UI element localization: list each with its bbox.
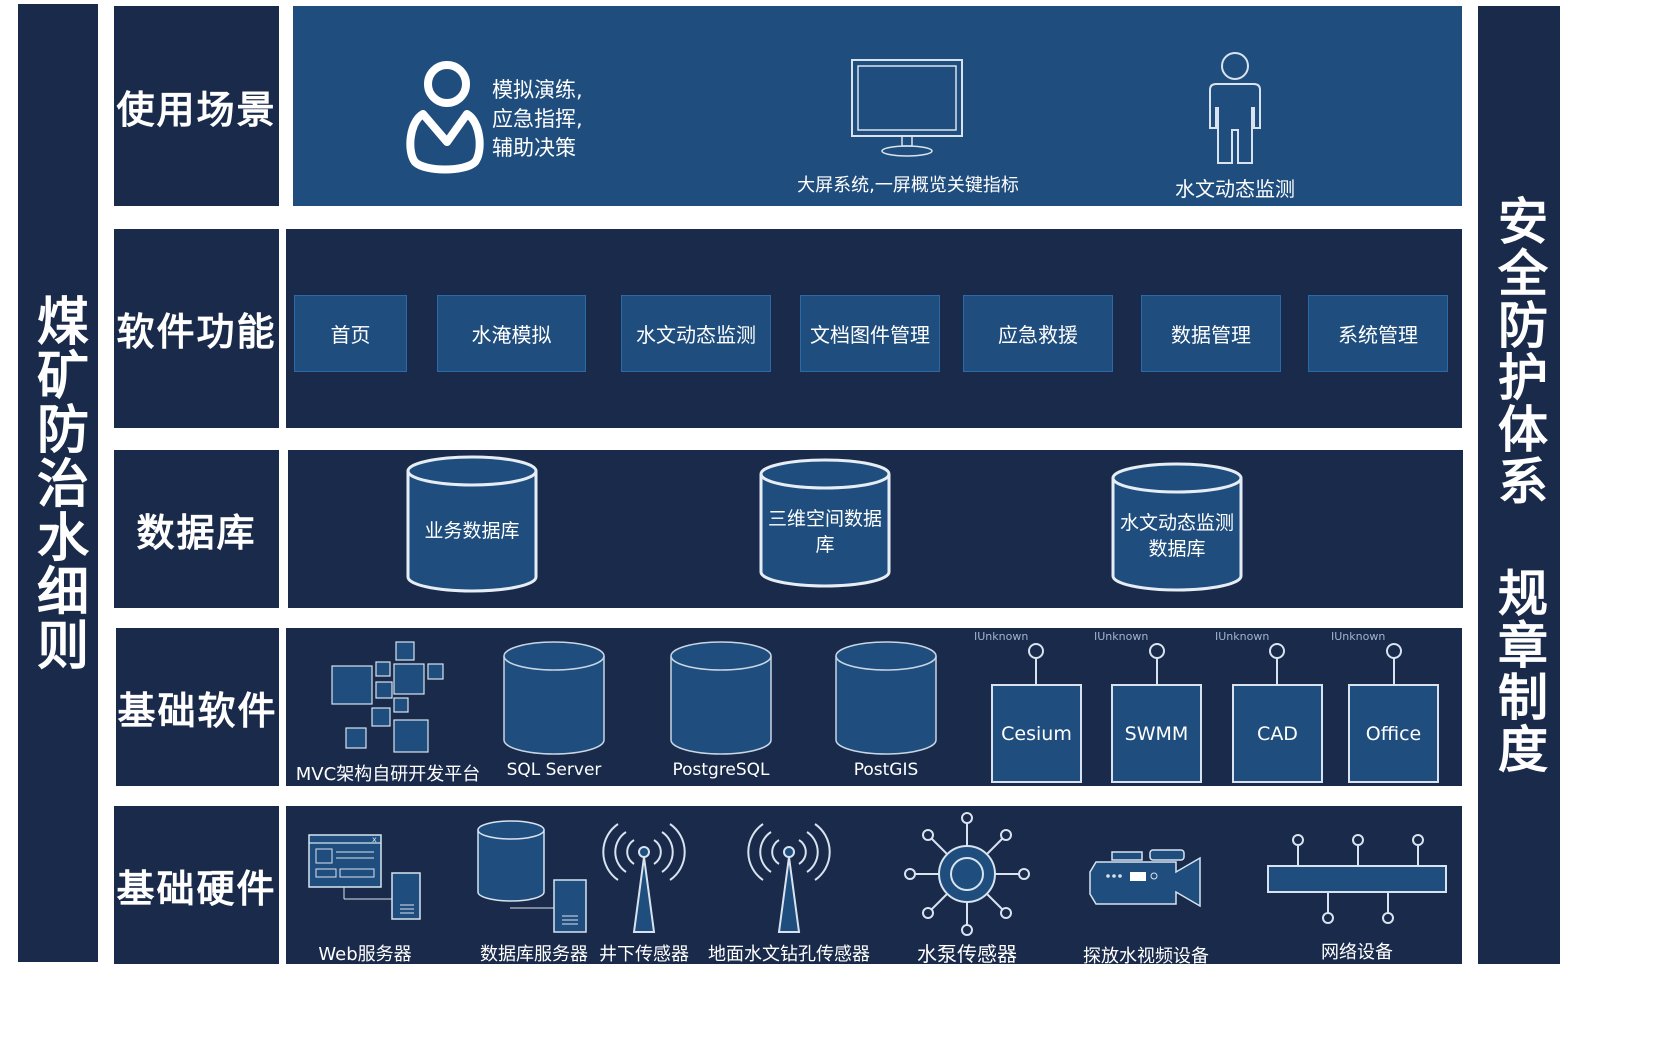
func-emergency-button[interactable]: 应急救援 bbox=[963, 295, 1113, 372]
web-server-icon: x bbox=[308, 833, 426, 923]
hw-network: 网络设备 bbox=[1321, 942, 1393, 963]
hw-pump-sensor: 水泵传感器 bbox=[917, 942, 1017, 966]
office-box: Office bbox=[1348, 684, 1439, 783]
platform-blocks-icon bbox=[330, 640, 450, 754]
left-title-panel: 煤矿防治水细则 bbox=[18, 4, 98, 962]
user-text-2: 应急指挥, bbox=[492, 107, 583, 131]
platform-caption: MVC架构自研开发平台 bbox=[295, 764, 481, 785]
hw-db-server: 数据库服务器 bbox=[480, 944, 588, 965]
interface-lollipop-icon bbox=[1267, 642, 1287, 686]
func-data-mgmt-button[interactable]: 数据管理 bbox=[1141, 295, 1281, 372]
video-camera-icon bbox=[1088, 848, 1204, 910]
db-hydro: 水文动态监测 数据库 bbox=[1106, 510, 1248, 562]
user-icon bbox=[405, 60, 485, 174]
svg-text:x: x bbox=[372, 835, 377, 844]
db-business: 业务数据库 bbox=[406, 518, 538, 544]
pump-sensor-icon bbox=[902, 810, 1032, 938]
db-3d-spatial-line2: 库 bbox=[815, 534, 835, 556]
user-text-3: 辅助决策 bbox=[492, 136, 576, 160]
db-3d-spatial-line1: 三维空间数据 bbox=[767, 508, 882, 530]
scenario-panel bbox=[293, 6, 1462, 206]
db-business-line1: 业务数据库 bbox=[424, 520, 520, 542]
row-label-hardware: 基础硬件 bbox=[114, 806, 279, 964]
right-title: 安全防护体系 规章制度 bbox=[1490, 195, 1548, 775]
antenna-icon bbox=[747, 820, 831, 936]
row-label-database: 数据库 bbox=[114, 450, 279, 608]
sqlserver-cylinder bbox=[502, 640, 606, 756]
cesium-box: Cesium bbox=[991, 684, 1082, 783]
database-cylinder bbox=[759, 458, 891, 590]
interface-label: IUnknown bbox=[1215, 630, 1270, 643]
swmm-box: SWMM bbox=[1111, 684, 1202, 783]
left-title: 煤矿防治水细则 bbox=[27, 294, 88, 672]
db-hydro-line2: 数据库 bbox=[1148, 538, 1206, 560]
db-server-icon bbox=[476, 820, 592, 936]
postgresql-cylinder bbox=[669, 640, 773, 756]
hw-underground-sensor: 井下传感器 bbox=[599, 944, 689, 965]
interface-lollipop-icon bbox=[1384, 642, 1404, 686]
postgis-cylinder bbox=[834, 640, 938, 756]
func-system-mgmt-button[interactable]: 系统管理 bbox=[1308, 295, 1448, 372]
cad-box: CAD bbox=[1232, 684, 1323, 783]
db-hydro-line1: 水文动态监测 bbox=[1119, 512, 1234, 534]
func-docs-button[interactable]: 文档图件管理 bbox=[800, 295, 940, 372]
network-switch-icon bbox=[1266, 830, 1448, 928]
row-label-scenario: 使用场景 bbox=[114, 6, 279, 206]
postgresql-caption: PostgreSQL bbox=[672, 760, 770, 780]
func-flood-sim-button[interactable]: 水淹模拟 bbox=[437, 295, 586, 372]
interface-label: IUnknown bbox=[974, 630, 1029, 643]
row-label-software: 软件功能 bbox=[114, 229, 279, 428]
monitor-icon bbox=[850, 58, 966, 158]
hw-video-device: 探放水视频设备 bbox=[1083, 946, 1209, 967]
interface-label: IUnknown bbox=[1094, 630, 1149, 643]
right-title-panel: 安全防护体系 规章制度 bbox=[1478, 6, 1560, 964]
db-3d-spatial: 三维空间数据 库 bbox=[759, 506, 891, 558]
person-caption: 水文动态监测 bbox=[1175, 177, 1295, 201]
database-cylinder bbox=[406, 455, 538, 595]
screen-caption: 大屏系统,一屏概览关键指标 bbox=[797, 175, 1019, 196]
person-icon bbox=[1204, 50, 1268, 166]
sqlserver-caption: SQL Server bbox=[506, 760, 602, 780]
row-label-base-software: 基础软件 bbox=[116, 628, 279, 786]
antenna-icon bbox=[602, 820, 686, 936]
interface-lollipop-icon bbox=[1147, 642, 1167, 686]
user-text-1: 模拟演练, bbox=[492, 78, 583, 102]
func-hydro-monitor-button[interactable]: 水文动态监测 bbox=[621, 295, 771, 372]
database-cylinder bbox=[1111, 462, 1243, 594]
interface-lollipop-icon bbox=[1026, 642, 1046, 686]
postgis-caption: PostGIS bbox=[853, 760, 919, 780]
hw-web-server: Web服务器 bbox=[318, 944, 412, 965]
interface-label: IUnknown bbox=[1331, 630, 1386, 643]
func-home-button[interactable]: 首页 bbox=[294, 295, 407, 372]
hw-surface-sensor: 地面水文钻孔传感器 bbox=[708, 944, 870, 965]
